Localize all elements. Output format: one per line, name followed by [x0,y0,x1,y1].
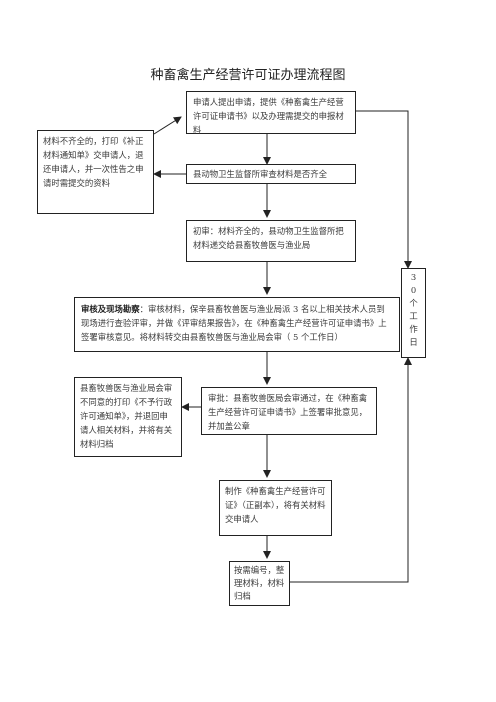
review-heading: 审核及现场勘察 [81,304,140,314]
check-material-box: 县动物卫生监督所审查材料是否齐全 [186,164,356,184]
arrow-incomplete-apply [153,116,182,135]
page-title: 种畜禽生产经营许可证办理流程图 [150,68,346,83]
incomplete-text: 材料不齐全的，打印《补正材料通知单》交申请人，退还申请人，并一次性告之申请时需提… [43,136,144,188]
review-text: ：审核材料，保辛县畜牧兽医与渔业局派 3 名以上相关技术人员到现场进行查验评审，… [81,304,387,342]
approval-box: 审批：县畜牧兽医局会审通过，在《种畜禽生产经营许可证申请书》上签署审批意见，并加… [201,387,377,435]
rejection-text: 县畜牧兽医与渔业局会审不同意的打印《不予行政许可通知单》，并退回申请人相关材料，… [80,383,173,449]
working-days-box: 30个工作日 [401,268,426,358]
apply-box: 申请人提出申请，提供《种畜禽生产经营许可证申请书》以及办理需提交的申报材料 [186,91,356,135]
rejection-box: 县畜牧兽医与渔业局会审不同意的打印《不予行政许可通知单》，并退回申请人相关材料，… [74,377,182,457]
preliminary-review-box: 初审：材料齐全的，县动物卫生监督所把材料递交给县畜牧兽医与渔业局 [186,220,356,262]
make-license-box: 制作《种畜禽生产经营许可证》（正副本），将有关材料交申请人 [219,480,332,536]
review-inspection-box: 审核及现场勘察：审核材料，保辛县畜牧兽医与渔业局派 3 名以上相关技术人员到现场… [74,297,400,352]
working-days-text: 30个工作日 [409,272,418,347]
bracket-top [355,110,412,269]
apply-text: 申请人提出申请，提供《种畜禽生产经营许可证申请书》以及办理需提交的申报材料 [193,97,344,135]
preliminary-text: 初审：材料齐全的，县动物卫生监督所把材料递交给县畜牧兽医与渔业局 [193,226,344,250]
archive-box: 按需编号，整理材料，材料归档 [229,561,290,606]
incomplete-material-box: 材料不齐全的，打印《补正材料通知单》交申请人，退还申请人，并一次性告之申请时需提… [37,130,154,214]
bracket-bottom [290,357,412,583]
archive-text: 按需编号，整理材料，材料归档 [234,565,285,601]
make-license-text: 制作《种畜禽生产经营许可证》（正副本），将有关材料交申请人 [225,486,326,524]
approval-text: 审批：县畜牧兽医局会审通过，在《种畜禽生产经营许可证申请书》上签署审批意见，并加… [208,393,368,431]
check-text: 县动物卫生监督所审查材料是否齐全 [193,169,327,179]
